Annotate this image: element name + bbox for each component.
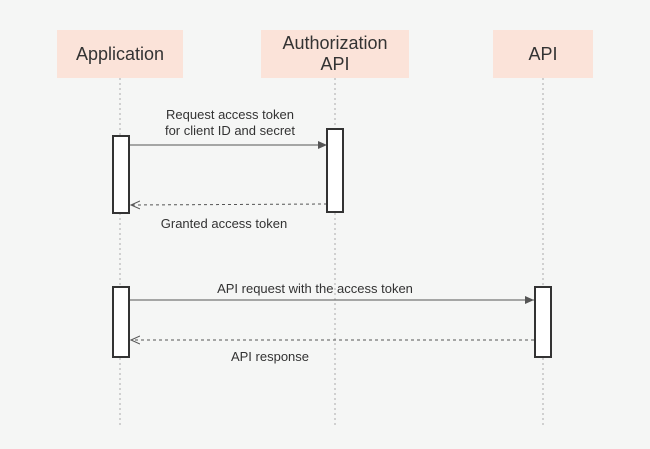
activation-api [534, 286, 552, 358]
actor-box-api [493, 30, 593, 78]
activation-application-2 [112, 286, 130, 358]
message-label-api-response: API response [230, 349, 310, 364]
activation-application-1 [112, 135, 130, 214]
message-label-api-request: API request with the access token [217, 281, 413, 296]
actor-label-authorization-api: Authorization API [282, 33, 388, 74]
actor-label-api: API [528, 43, 558, 64]
message-arrow-granted-token [131, 204, 328, 205]
actor-box-authorization-api [261, 30, 409, 78]
actor-box-application [57, 30, 183, 78]
message-label-granted-token: Granted access token [160, 216, 288, 231]
actor-label-application: Application [75, 43, 165, 64]
message-label-request-token: Request access token for client ID and s… [164, 107, 296, 138]
activation-authorization-api [326, 128, 344, 213]
